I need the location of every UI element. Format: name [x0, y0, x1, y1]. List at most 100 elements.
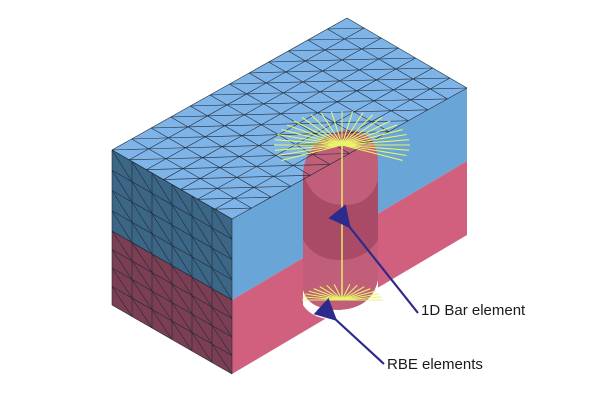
- top-face-mesh: [391, 109, 428, 112]
- top-face-mesh: [342, 58, 379, 61]
- top-face-mesh: [285, 70, 323, 73]
- top-face-mesh: [248, 72, 370, 143]
- rbe-spider-bottom: [341, 284, 358, 301]
- top-face-mesh: [239, 155, 277, 157]
- top-face-mesh: [430, 87, 468, 90]
- top-face-mesh: [307, 39, 428, 111]
- top-face-mesh: [410, 98, 448, 101]
- top-face-mesh: [395, 67, 433, 70]
- rbe-spider-bottom: [333, 284, 343, 301]
- rbe-spider-top: [293, 120, 343, 146]
- rbe-spider-bottom: [341, 288, 371, 301]
- left-upper-mesh: [151, 233, 173, 266]
- left-lower-mesh: [211, 325, 233, 356]
- left-lower-mesh: [191, 276, 213, 308]
- left-upper-mesh: [131, 222, 153, 255]
- left-upper-mesh: [191, 216, 213, 249]
- rbe-spider-top: [301, 117, 343, 146]
- top-face-mesh: [183, 167, 220, 169]
- left-upper-mesh: [131, 201, 153, 234]
- left-lower-mesh: [111, 267, 133, 299]
- top-face-mesh: [207, 114, 245, 117]
- top-face-mesh: [111, 148, 149, 151]
- top-face-mesh: [202, 156, 240, 158]
- left-upper-mesh: [151, 193, 173, 226]
- left-lower-mesh: [171, 265, 193, 296]
- top-face-mesh: [354, 110, 392, 113]
- top-face-mesh: [307, 38, 345, 41]
- left-upper-mesh: [171, 224, 193, 257]
- top-face-mesh: [236, 176, 274, 178]
- top-face-mesh: [339, 79, 377, 82]
- top-face-mesh: [219, 166, 257, 168]
- top-face-mesh: [312, 153, 350, 155]
- top-face-mesh: [346, 17, 468, 89]
- top-face-mesh: [170, 116, 291, 187]
- left-upper-mesh: [171, 245, 193, 278]
- top-face-mesh: [209, 93, 247, 96]
- left-lower-mesh: [191, 295, 213, 326]
- rbe-spider-top: [286, 124, 343, 146]
- rbe-spider-bottom: [319, 286, 343, 301]
- top-face-mesh: [280, 112, 318, 115]
- top-face-mesh: [268, 60, 306, 63]
- top-face-mesh: [324, 48, 362, 51]
- rbe-spider-top: [341, 129, 403, 146]
- rbe-elements-label: RBE elements: [387, 356, 483, 373]
- top-face-mesh: [234, 196, 272, 199]
- top-face-mesh: [222, 145, 259, 147]
- left-lower-mesh: [111, 230, 133, 262]
- top-face-mesh: [305, 59, 343, 62]
- top-face-mesh: [187, 125, 225, 128]
- bar-element-arrow: [328, 204, 419, 314]
- top-face-mesh: [163, 178, 201, 180]
- left-upper-mesh: [111, 149, 133, 182]
- rbe-spider-top: [277, 133, 343, 146]
- top-face-mesh: [266, 81, 303, 84]
- left-upper-mesh: [111, 170, 133, 203]
- top-face-mesh: [288, 50, 409, 122]
- left-upper-mesh: [111, 190, 133, 223]
- top-face-mesh: [246, 92, 284, 95]
- top-face-mesh: [190, 104, 228, 107]
- top-face-mesh: [344, 37, 382, 40]
- left-lower-mesh: [151, 272, 173, 303]
- left-upper-mesh: [151, 213, 173, 246]
- top-face-mesh: [197, 197, 235, 200]
- top-face-mesh: [359, 68, 396, 71]
- left-lower-mesh: [211, 343, 233, 375]
- rbe-spider-bottom: [313, 288, 343, 301]
- top-face-mesh: [288, 49, 325, 52]
- top-face-mesh: [180, 188, 218, 190]
- rbe-spider-top: [341, 144, 403, 161]
- left-lower-mesh: [151, 290, 173, 322]
- top-face-mesh: [273, 175, 311, 177]
- rbe-elements-arrow: [313, 297, 385, 365]
- left-lower-mesh: [191, 332, 213, 363]
- top-face-mesh: [413, 77, 450, 80]
- bar-element-label: 1D Bar element: [421, 302, 526, 319]
- left-lower-mesh: [211, 306, 233, 338]
- left-upper-mesh: [171, 204, 193, 237]
- left-upper-mesh: [191, 256, 213, 289]
- top-face-mesh: [229, 82, 267, 85]
- rbe-spider-top: [330, 111, 343, 146]
- left-upper-mesh: [211, 268, 233, 301]
- rbe-spider-top: [341, 144, 407, 157]
- top-face-mesh: [298, 122, 335, 125]
- top-face-mesh: [300, 101, 338, 104]
- rbe-spider-top: [277, 144, 343, 157]
- top-face-mesh: [131, 138, 252, 209]
- top-face-mesh: [356, 89, 394, 92]
- rbe-spider-top: [341, 117, 383, 146]
- top-face-mesh: [268, 61, 389, 132]
- top-face-mesh: [327, 28, 448, 100]
- rbe-spider-top: [341, 112, 364, 146]
- top-face-mesh: [256, 165, 294, 167]
- top-face-mesh: [241, 134, 279, 137]
- left-upper-mesh: [211, 207, 233, 240]
- top-face-mesh: [200, 177, 237, 179]
- left-lower-mesh: [131, 279, 153, 310]
- rbe-spider-top: [320, 112, 343, 146]
